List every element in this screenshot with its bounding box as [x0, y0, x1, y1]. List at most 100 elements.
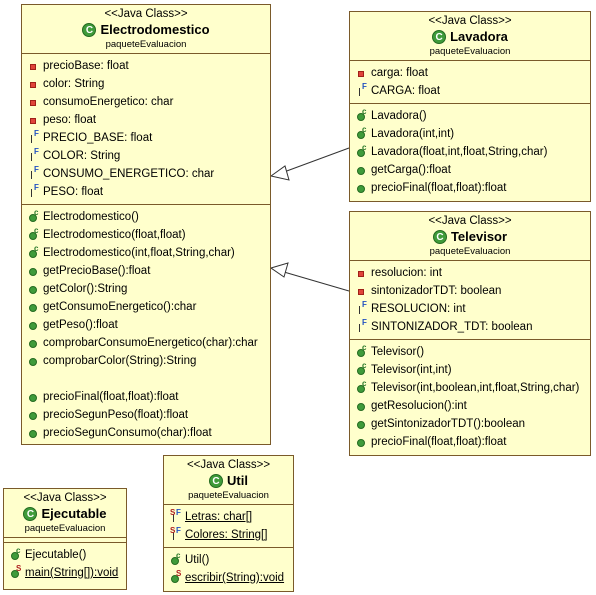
method[interactable]: getPrecioBase():float	[22, 262, 270, 280]
attribute[interactable]: peso: float	[22, 111, 270, 129]
package-name: paqueteEvaluacion	[188, 490, 269, 501]
public-method-icon	[28, 355, 40, 367]
package-name: paqueteEvaluacion	[429, 246, 511, 257]
public-method-icon	[28, 283, 40, 295]
private-final-field-icon: F	[28, 166, 40, 180]
constructor-icon: c	[28, 245, 40, 259]
televisor-inheritance-arrowhead	[269, 262, 289, 278]
public-method-icon	[28, 427, 40, 439]
attribute[interactable]: precioBase: float	[22, 57, 270, 75]
constructor-icon: c	[28, 227, 40, 241]
constructor-icon: c	[356, 126, 368, 140]
package-name: paqueteEvaluacion	[24, 523, 106, 534]
stereotype: <<Java Class>>	[186, 459, 271, 471]
private-field-icon	[356, 67, 368, 79]
public-method-icon	[356, 436, 368, 448]
attribute[interactable]: resolucion: int	[350, 264, 590, 282]
constructor-icon: c	[28, 209, 40, 223]
method[interactable]: precioFinal(float,float):float	[22, 388, 270, 406]
attributes-section	[4, 538, 126, 543]
method[interactable]: comprobarConsumoEnergetico(char):char	[22, 334, 270, 352]
public-method-icon	[356, 418, 368, 430]
method[interactable]: precioSegunConsumo(char):float	[22, 424, 270, 442]
public-method-icon	[28, 337, 40, 349]
public-method-icon	[28, 265, 40, 277]
constructor-icon: c	[10, 547, 22, 561]
method[interactable]: comprobarColor(String):String	[22, 352, 270, 370]
constructor-icon: c	[356, 344, 368, 358]
method[interactable]: precioFinal(float,float):float	[350, 179, 590, 197]
method[interactable]: getCarga():float	[350, 161, 590, 179]
class-icon: C	[432, 229, 447, 244]
package-name: paqueteEvaluacion	[429, 46, 511, 57]
class-name: Ejecutable	[41, 506, 107, 521]
private-field-icon	[28, 114, 40, 126]
lavadora-inheritance-arrowhead	[269, 165, 290, 181]
method[interactable]: precioSegunPeso(float):float	[22, 406, 270, 424]
stereotype: <<Java Class>>	[428, 215, 512, 227]
private-final-field-icon: F	[28, 184, 40, 198]
method[interactable]: precioFinal(float,float):float	[350, 433, 590, 451]
public-method-icon	[28, 391, 40, 403]
private-final-field-icon: F	[28, 130, 40, 144]
stereotype: <<Java Class>>	[428, 15, 512, 27]
private-field-icon	[28, 60, 40, 72]
method[interactable]: getConsumoEnergetico():char	[22, 298, 270, 316]
attribute[interactable]: carga: float	[350, 64, 590, 82]
constructor-icon: c	[356, 144, 368, 158]
method[interactable]: getSintonizadorTDT():boolean	[350, 415, 590, 433]
attribute[interactable]: consumoEnergetico: char	[22, 93, 270, 111]
package-name: paqueteEvaluacion	[105, 39, 187, 50]
class-name: Lavadora	[450, 29, 508, 44]
method[interactable]: getPeso():float	[22, 316, 270, 334]
method[interactable]: getResolucion():int	[350, 397, 590, 415]
stereotype: <<Java Class>>	[23, 492, 107, 504]
static-method-icon: S	[10, 565, 22, 579]
private-final-field-icon: F	[356, 319, 368, 333]
method[interactable]: getColor():String	[22, 280, 270, 298]
static-method-icon: S	[170, 570, 182, 584]
attribute[interactable]: color: String	[22, 75, 270, 93]
private-field-icon	[356, 285, 368, 297]
constructor-icon: c	[356, 380, 368, 394]
attribute[interactable]: sintonizadorTDT: boolean	[350, 282, 590, 300]
public-method-icon	[28, 319, 40, 331]
constructor-icon: c	[170, 552, 182, 566]
